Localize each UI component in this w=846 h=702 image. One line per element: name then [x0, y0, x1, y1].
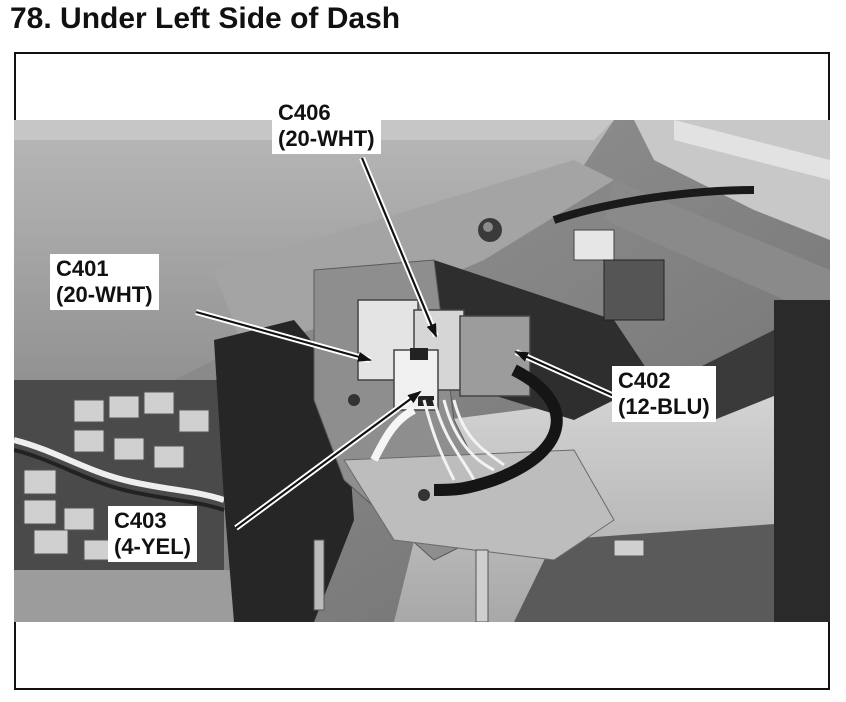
callout-c403-code: C403 [114, 508, 167, 533]
callout-c401: C401 (20-WHT) [50, 254, 159, 310]
leader-c406-line [360, 157, 438, 338]
callout-c406: C406 (20-WHT) [272, 98, 381, 154]
callout-c403-spec: (4-YEL) [114, 534, 191, 559]
leader-c403-line [235, 390, 422, 529]
callout-c402-spec: (12-BLU) [618, 394, 710, 419]
callout-c402: C402 (12-BLU) [612, 366, 716, 422]
callout-c406-spec: (20-WHT) [278, 126, 375, 151]
callout-c403: C403 (4-YEL) [108, 506, 197, 562]
callout-c402-code: C402 [618, 368, 671, 393]
page-title: 78. Under Left Side of Dash [10, 2, 401, 35]
callout-c401-spec: (20-WHT) [56, 282, 153, 307]
leader-c401-line [195, 310, 372, 362]
callout-c406-code: C406 [278, 100, 331, 125]
callout-c401-code: C401 [56, 256, 109, 281]
leader-c402-line [514, 350, 615, 398]
